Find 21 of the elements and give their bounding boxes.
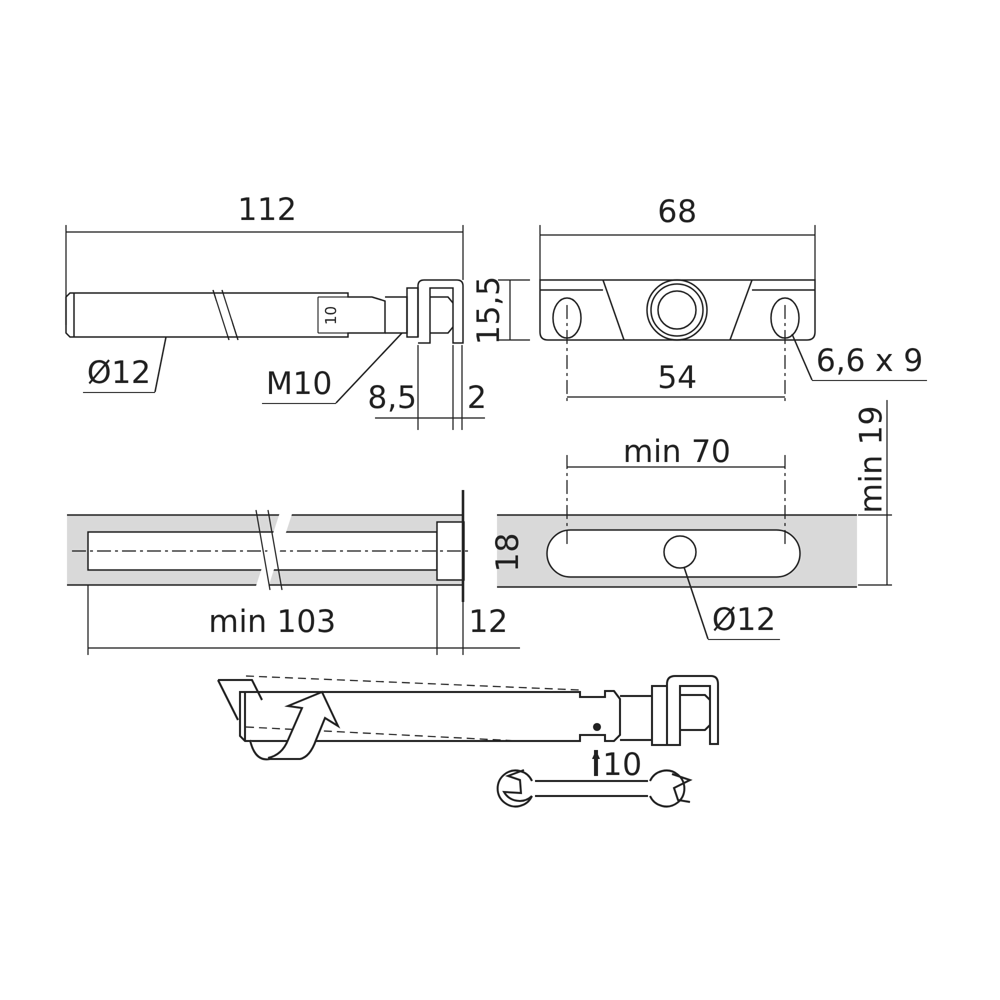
dimension-label: min 103 <box>208 606 336 638</box>
callout-label: M10 <box>262 369 336 404</box>
dimension-label: 18 <box>492 532 524 572</box>
leader-line <box>683 566 709 640</box>
leader-line <box>335 332 403 404</box>
dimension-label: 8,5 <box>368 382 417 414</box>
callout-label: 6,6 x 9 <box>812 346 928 381</box>
callout-label: Ø12 <box>83 358 155 393</box>
dimension-label: 68 <box>658 196 697 228</box>
dimension-label: 54 <box>658 362 697 394</box>
dimension-label: min 70 <box>623 436 731 468</box>
dimension-label: 12 <box>468 606 508 638</box>
dimension-label: 2 <box>467 382 487 414</box>
dimension-label: min 19 <box>856 405 888 513</box>
leader-line <box>154 336 167 392</box>
leader-line <box>791 334 813 380</box>
callout-label: Ø12 <box>708 605 780 640</box>
wrench-size-label: 10 <box>324 305 339 325</box>
dimension-label: 15,5 <box>474 275 505 345</box>
dimension-label: 112 <box>238 194 297 226</box>
wrench-size-label: 10 <box>602 750 642 780</box>
